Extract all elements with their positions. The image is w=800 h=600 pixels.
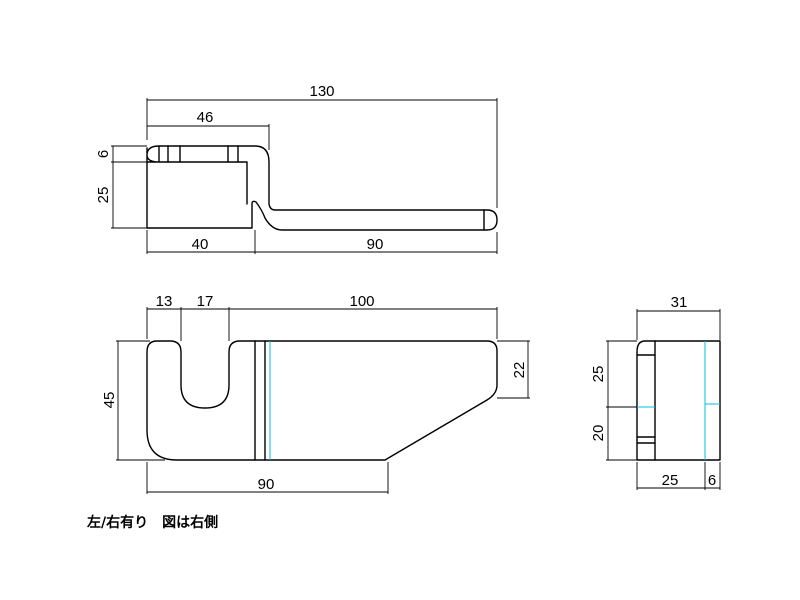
dim-31: 31 <box>671 294 688 311</box>
dim-6-side-bottom: 6 <box>708 472 716 489</box>
dim-25-side-bottom: 25 <box>662 472 679 489</box>
front-view: 13 17 100 45 22 90 <box>101 293 530 494</box>
dim-90-top-view: 90 <box>367 236 384 253</box>
dim-17: 17 <box>197 293 214 310</box>
front-view-outline <box>146 340 498 461</box>
dim-20: 20 <box>590 425 607 442</box>
dim-130: 130 <box>309 83 334 100</box>
top-view: 130 46 6 25 40 90 <box>95 83 498 254</box>
dim-13: 13 <box>156 293 173 310</box>
dim-40: 40 <box>192 236 209 253</box>
dim-25-top-view: 25 <box>95 187 112 204</box>
drawing-note: 左/右有り 図は右側 <box>86 514 218 531</box>
top-view-outline <box>146 145 498 231</box>
dim-45: 45 <box>101 392 118 409</box>
dim-46: 46 <box>197 109 214 126</box>
dim-90-front-view: 90 <box>258 476 275 493</box>
side-view-outline <box>636 340 721 461</box>
dim-100: 100 <box>349 293 374 310</box>
dim-25-side-view: 25 <box>590 366 607 383</box>
dim-22: 22 <box>511 362 528 379</box>
dim-6: 6 <box>95 150 112 158</box>
side-view: 31 25 20 25 6 <box>590 294 721 490</box>
